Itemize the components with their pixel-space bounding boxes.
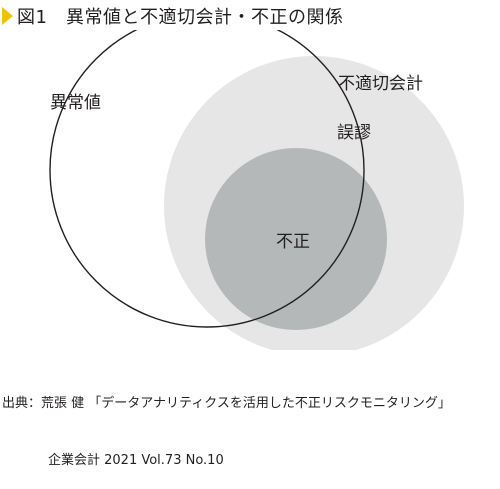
anomaly-circle	[49, 30, 365, 328]
source-caption: 出典：荒張 健 「データアナリティクスを活用した不正リスクモニタリング」 企業会…	[2, 356, 451, 489]
figure-title-bar: 図1 異常値と不適切会計・不正の関係	[0, 4, 343, 28]
venn-diagram: 異常値 不適切会計 誤謬 不正	[49, 30, 464, 350]
inappropriate-accounting-label: 不適切会計	[338, 74, 423, 94]
source-line-1: 出典：荒張 健 「データアナリティクスを活用した不正リスクモニタリング」	[2, 396, 451, 411]
fraud-label: 不正	[276, 232, 310, 252]
figure-title: 図1 異常値と不適切会計・不正の関係	[17, 7, 344, 28]
error-label: 誤謬	[337, 123, 371, 143]
source-line-2: 企業会計 2021 Vol.73 No.10	[48, 453, 224, 468]
triangle-marker-icon	[2, 7, 13, 25]
anomaly-label: 異常値	[50, 93, 101, 113]
fraud-circle	[205, 148, 387, 330]
